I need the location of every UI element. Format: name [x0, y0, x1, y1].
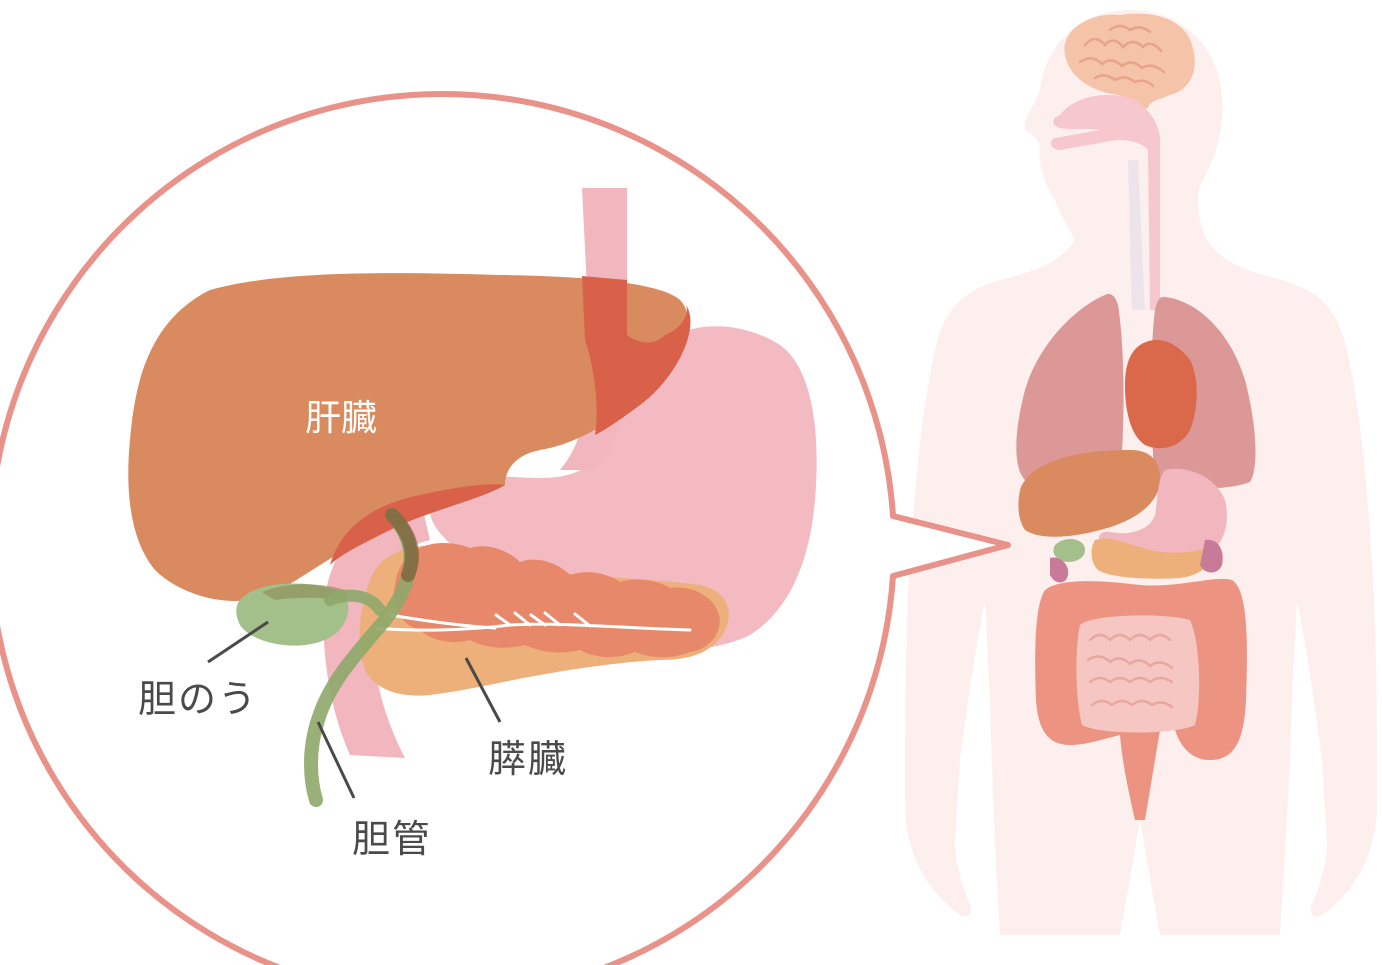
cystic-duct — [324, 589, 386, 616]
zoomed-organs — [128, 188, 817, 807]
pancreatic-duct — [373, 611, 692, 632]
duodenum — [323, 498, 430, 758]
leader-gallbladder — [207, 620, 269, 664]
airway — [1050, 95, 1160, 310]
liver-esophagus-overlap — [582, 276, 691, 435]
left-lung — [1016, 293, 1124, 489]
brain — [1064, 13, 1195, 110]
body-stomach — [1098, 468, 1227, 565]
gallbladder-label: 胆のう — [138, 677, 258, 721]
trachea — [1128, 160, 1145, 310]
pancreas-label: 膵臓 — [488, 737, 568, 781]
gallbladder — [236, 583, 349, 646]
body-spleen — [1200, 539, 1223, 573]
liver — [128, 273, 688, 601]
leader-pancreas — [464, 657, 502, 723]
body-pancreas — [1091, 538, 1212, 579]
brain-folds — [1078, 24, 1166, 88]
heart — [1125, 340, 1197, 449]
leader-bile-duct — [316, 721, 356, 799]
bile-duct-overlap — [385, 508, 419, 582]
bile-duct-label: 胆管 — [352, 817, 432, 861]
body-liver — [1018, 450, 1160, 537]
small-intestine-folds — [1086, 633, 1174, 709]
liver-duodenum-overlap — [330, 484, 505, 565]
nasal-cavity — [1050, 95, 1160, 310]
body-kidney — [1050, 557, 1069, 583]
body-gallbladder — [1053, 538, 1085, 562]
liver-label: 肝臓 — [305, 398, 377, 439]
small-intestine — [1076, 615, 1200, 733]
